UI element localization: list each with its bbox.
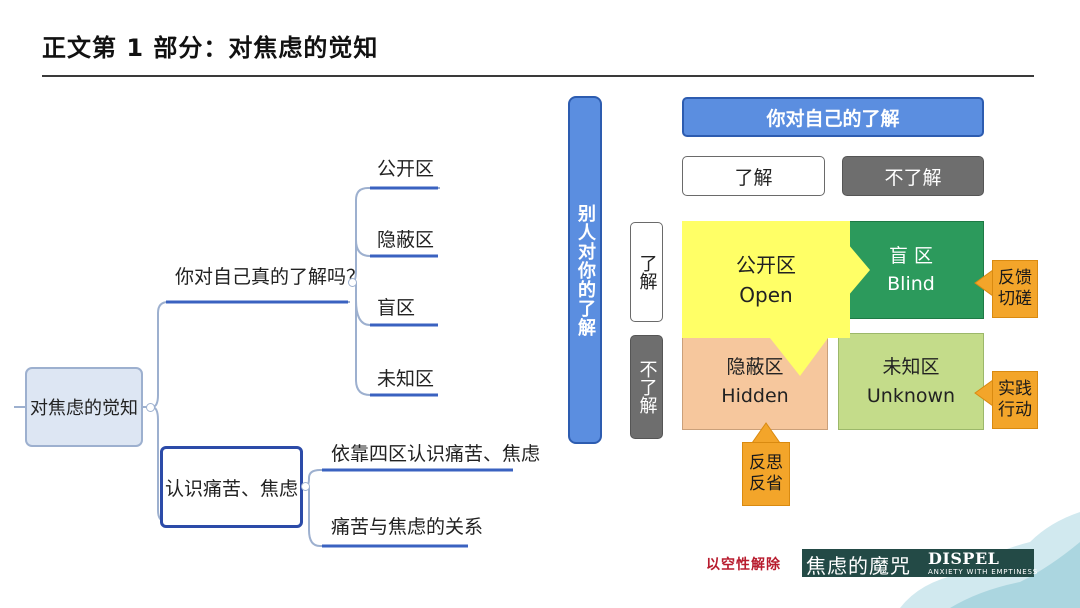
- reflect-arrow-hidden-label: 反思反省: [749, 452, 783, 494]
- brand-title-en: DISPEL: [928, 549, 1000, 568]
- brand-title-cn: 焦虑的魔咒: [806, 554, 911, 578]
- quadrant-hidden-cn: 隐蔽区: [726, 356, 784, 378]
- collapse-toggle-branch2[interactable]: [301, 482, 310, 491]
- practice-arrow-unknown: 实践行动: [992, 371, 1038, 429]
- mindmap-leaf-blind[interactable]: 盲区: [377, 297, 416, 319]
- mindmap-branch2-box[interactable]: 认识痛苦、焦虑: [160, 446, 303, 528]
- title-divider: [42, 75, 1034, 77]
- row-header-know-label: 了解: [636, 254, 658, 290]
- quadrant-blind-en: Blind: [887, 273, 935, 295]
- others-understanding-label: 别人对你的了解: [575, 203, 596, 337]
- mindmap-leaf-four-zones[interactable]: 依靠四区认识痛苦、焦虑: [331, 443, 541, 465]
- col-header-not-know: 不了解: [842, 156, 984, 196]
- self-understanding-label: 你对自己的了解: [766, 107, 900, 130]
- mindmap-leaf-relation[interactable]: 痛苦与焦虑的关系: [331, 516, 484, 538]
- mindmap-root[interactable]: 对焦虑的觉知: [25, 367, 143, 447]
- brand-slogan: 以空性解除: [706, 553, 802, 575]
- col-header-know: 了解: [682, 156, 825, 196]
- quadrant-unknown: 未知区 Unknown: [838, 333, 984, 430]
- mindmap-branch1-label[interactable]: 你对自己真的了解吗？: [175, 266, 366, 288]
- quadrant-unknown-en: Unknown: [866, 384, 956, 407]
- collapse-toggle-branch1[interactable]: [348, 278, 357, 287]
- self-understanding-bar: 你对自己的了解: [682, 97, 984, 137]
- feedback-arrow-blind: 反馈切磋: [992, 260, 1038, 318]
- quadrant-blind-cn: 盲 区: [888, 244, 934, 267]
- mindmap-branch2-label: 认识痛苦、焦虑: [164, 477, 298, 500]
- quadrant-hidden-en: Hidden: [721, 384, 789, 407]
- mindmap-leaf-open[interactable]: 公开区: [377, 158, 435, 180]
- feedback-arrow-blind-label: 反馈切磋: [998, 267, 1032, 309]
- row-header-not-know: 不了解: [630, 335, 663, 439]
- quadrant-open-en: Open: [739, 282, 793, 307]
- page-title: 正文第 1 部分：对焦虑的觉知: [42, 34, 379, 62]
- mindmap-leaf-hidden[interactable]: 隐蔽区: [377, 229, 435, 251]
- mindmap-leaf-unknown[interactable]: 未知区: [377, 368, 435, 390]
- others-understanding-bar: 别人对你的了解: [568, 96, 602, 444]
- row-header-know: 了解: [630, 222, 663, 322]
- col-header-know-label: 了解: [734, 166, 773, 189]
- brand-banner: [802, 549, 1034, 577]
- quadrant-open-cn: 公开区: [736, 252, 796, 277]
- row-header-not-know-label: 不了解: [636, 360, 658, 414]
- collapse-toggle-root[interactable]: [146, 403, 155, 412]
- reflect-arrow-hidden: 反思反省: [742, 442, 790, 506]
- quadrant-unknown-cn: 未知区: [882, 356, 940, 378]
- brand-subtitle: ANXIETY WITH EMPTINESS: [928, 568, 1039, 576]
- mindmap-root-label: 对焦虑的觉知: [30, 398, 138, 419]
- quadrant-open: 公开区 Open: [682, 221, 850, 338]
- col-header-not-know-label: 不了解: [884, 166, 942, 189]
- practice-arrow-unknown-label: 实践行动: [998, 378, 1032, 420]
